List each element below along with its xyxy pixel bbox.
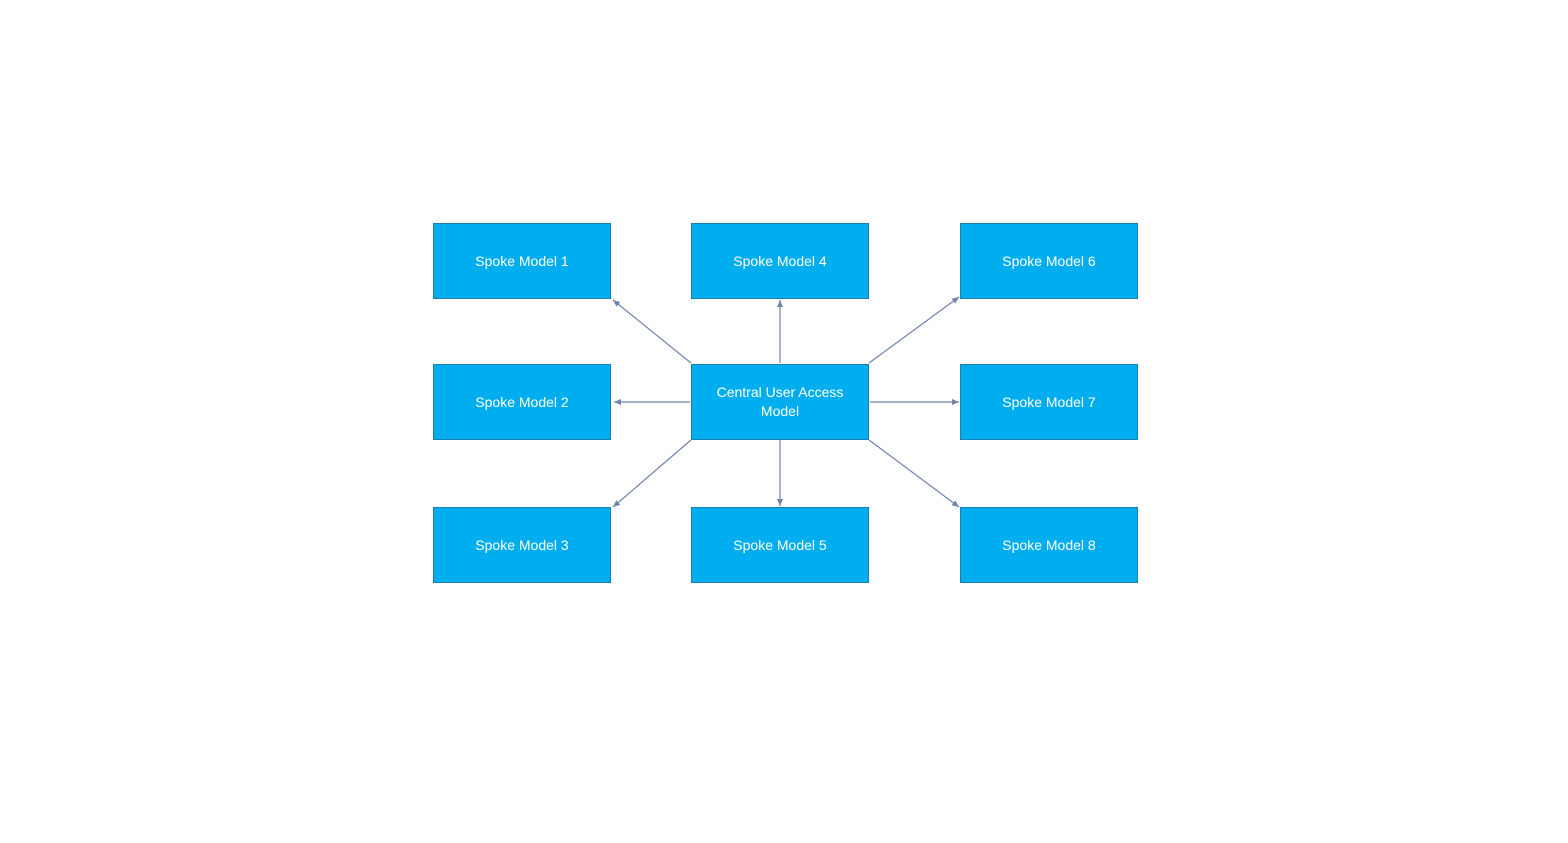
node-label: Spoke Model 6 xyxy=(1002,252,1096,269)
node-label: Spoke Model 1 xyxy=(475,252,569,269)
node-label: Central User Access Model xyxy=(716,384,844,419)
node-label: Spoke Model 7 xyxy=(1002,393,1096,410)
node-spoke-model-7[interactable]: Spoke Model 7 xyxy=(960,364,1138,440)
arrow-central-to-spoke-model-3 xyxy=(612,439,692,508)
arrow-central-to-spoke-model-8 xyxy=(868,439,960,508)
node-spoke-model-5[interactable]: Spoke Model 5 xyxy=(691,507,869,583)
node-spoke-model-4[interactable]: Spoke Model 4 xyxy=(691,223,869,299)
arrow-central-to-spoke-model-6 xyxy=(868,296,960,364)
node-label: Spoke Model 5 xyxy=(733,536,827,553)
node-spoke-model-2[interactable]: Spoke Model 2 xyxy=(433,364,611,440)
node-spoke-model-8[interactable]: Spoke Model 8 xyxy=(960,507,1138,583)
arrow-central-to-spoke-model-1 xyxy=(612,299,692,364)
node-spoke-model-6[interactable]: Spoke Model 6 xyxy=(960,223,1138,299)
node-spoke-model-3[interactable]: Spoke Model 3 xyxy=(433,507,611,583)
node-label: Spoke Model 3 xyxy=(475,536,569,553)
node-central-user-access-model[interactable]: Central User Access Model xyxy=(691,364,869,440)
node-label: Spoke Model 2 xyxy=(475,393,569,410)
node-label: Spoke Model 4 xyxy=(733,252,827,269)
node-label: Spoke Model 8 xyxy=(1002,536,1096,553)
node-spoke-model-1[interactable]: Spoke Model 1 xyxy=(433,223,611,299)
